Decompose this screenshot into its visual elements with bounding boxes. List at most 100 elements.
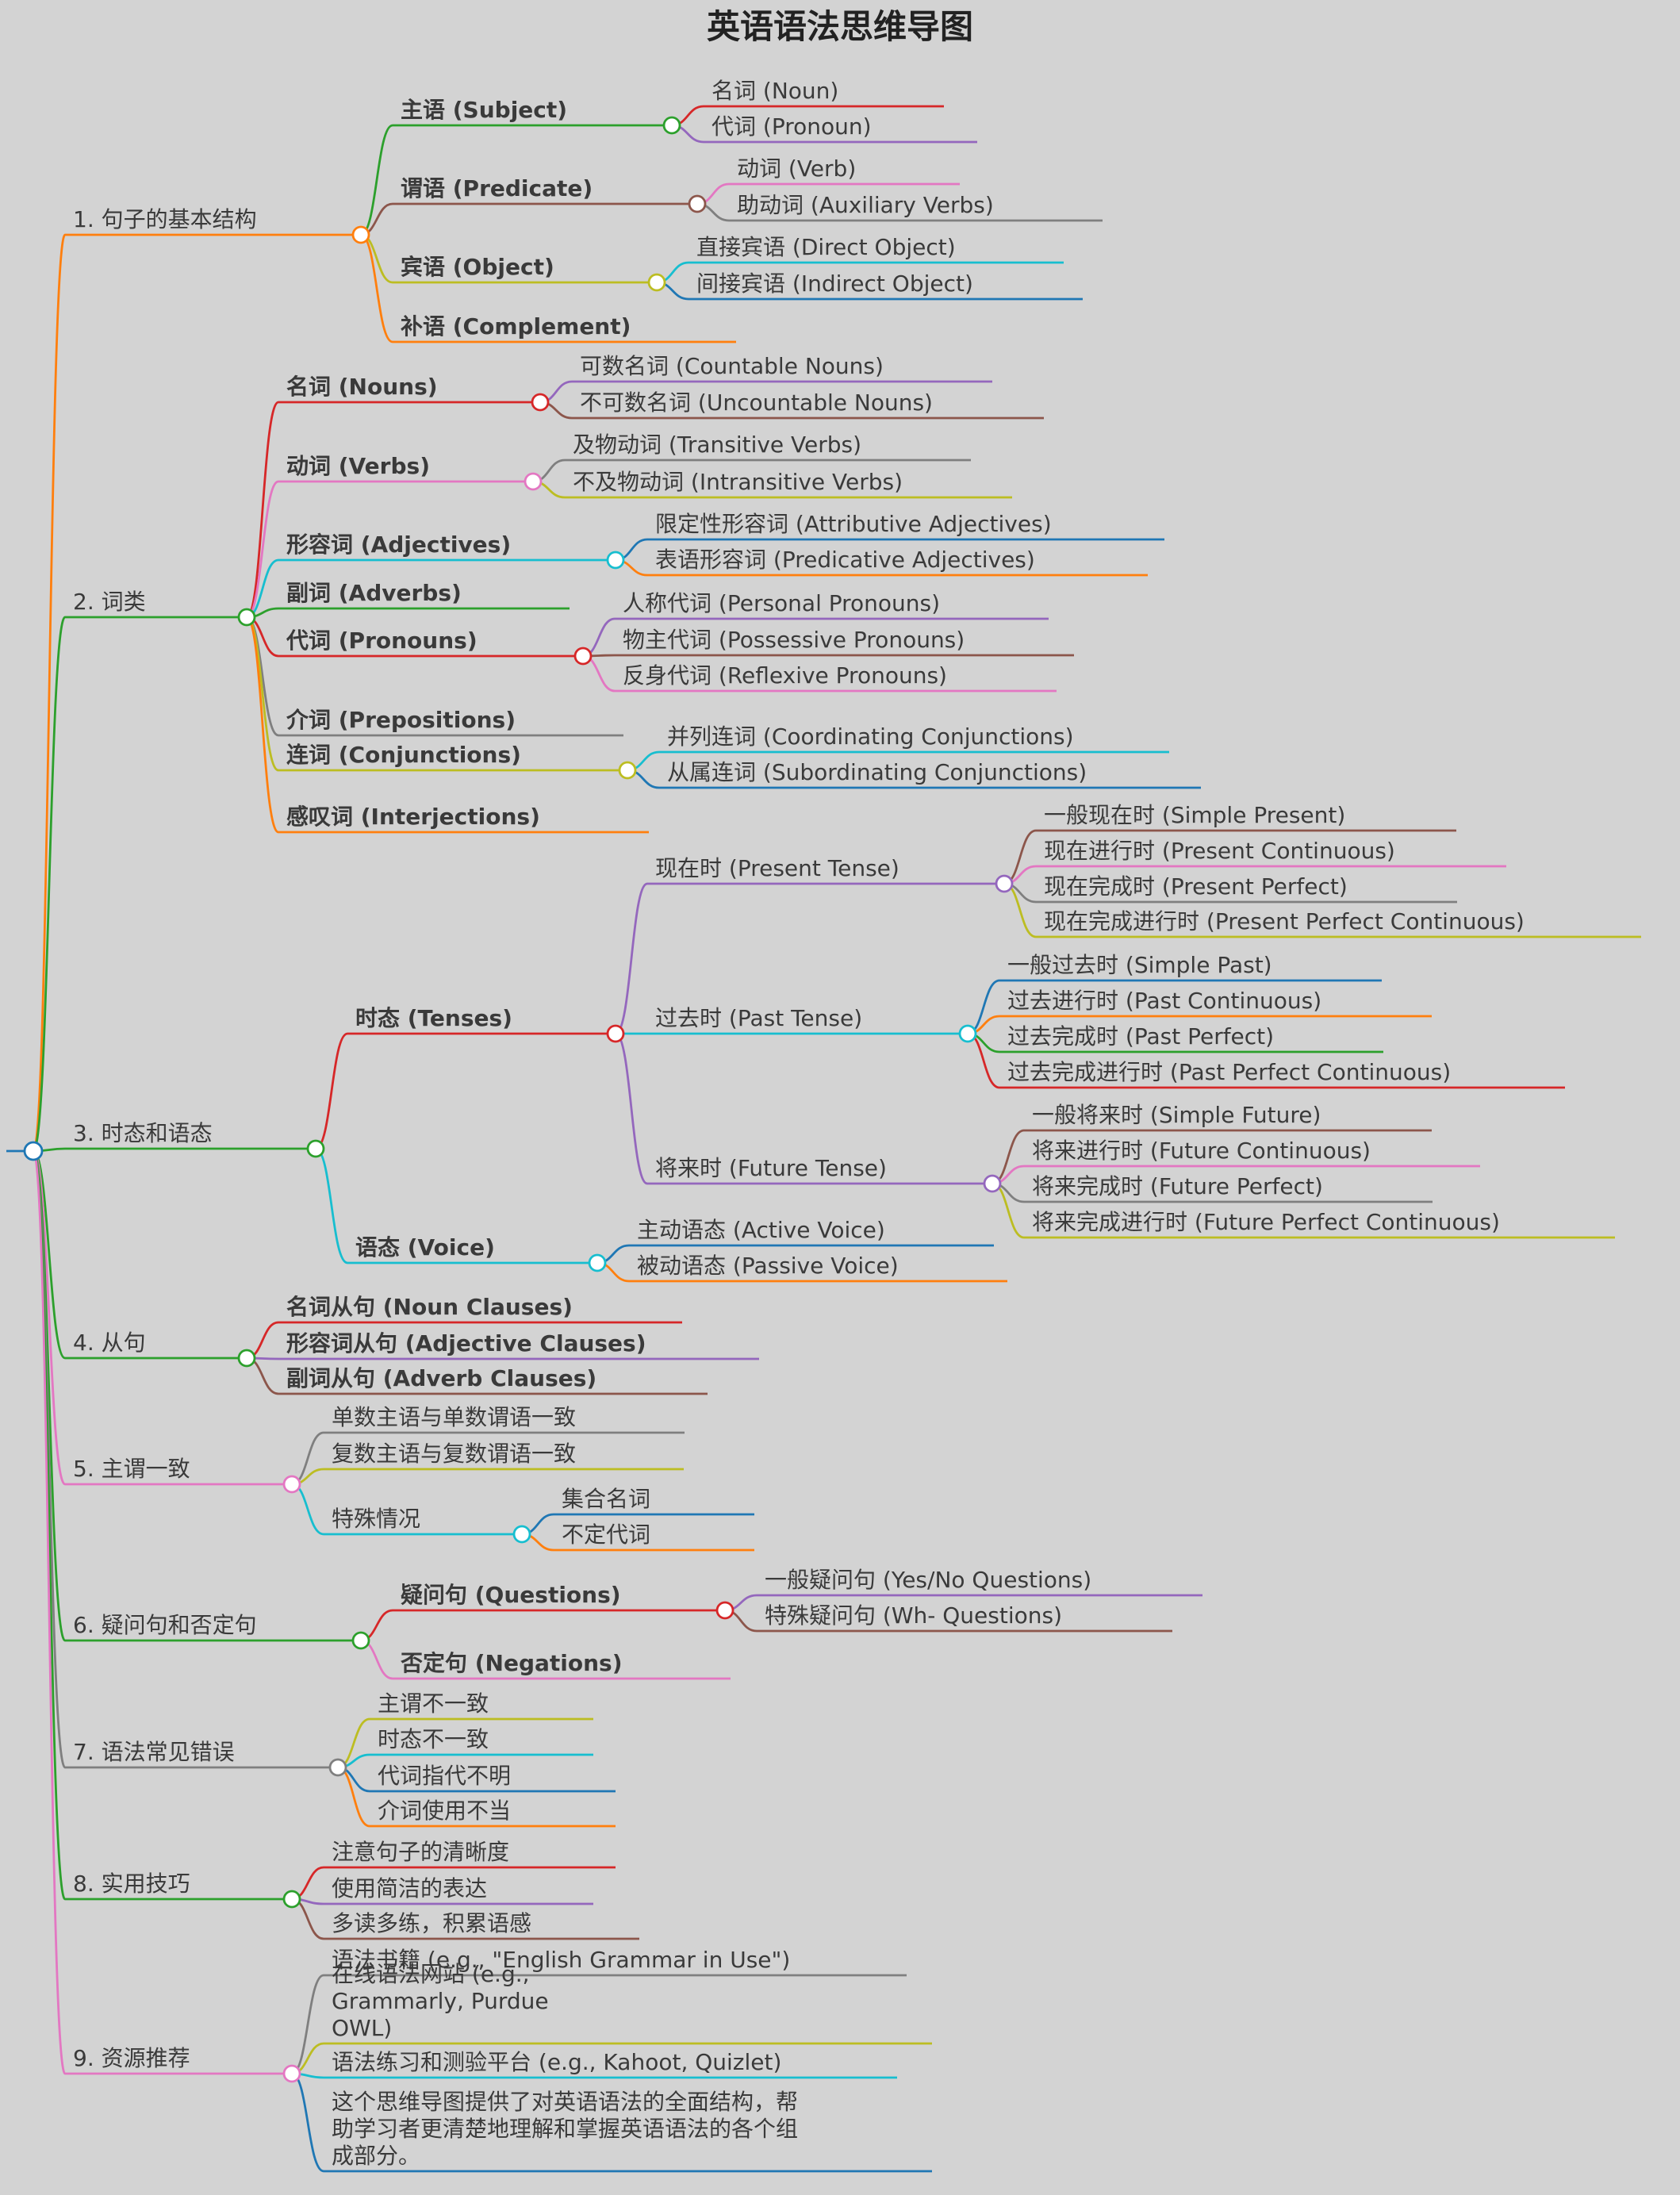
node-label: 动词 (Verbs) xyxy=(286,453,430,479)
branch-node-circle[interactable] xyxy=(351,225,370,244)
branch-node-circle[interactable] xyxy=(995,874,1014,893)
branch-node-circle[interactable] xyxy=(306,1139,325,1158)
node-2-0-0-1: 现在进行时 (Present Continuous) xyxy=(1044,838,1395,864)
node-2-0-1-1: 过去进行时 (Past Continuous) xyxy=(1007,988,1321,1014)
node-label: 主谓不一致 xyxy=(378,1690,489,1717)
node-1-4: 代词 (Pronouns) xyxy=(286,627,478,654)
branch-node-circle[interactable] xyxy=(573,647,593,666)
node-0-0-1: 代词 (Pronoun) xyxy=(712,113,872,140)
node-label: 复数主语与复数谓语一致 xyxy=(332,1441,576,1467)
node-label: 3. 时态和语态 xyxy=(73,1120,213,1146)
node-6: 7. 语法常见错误 xyxy=(73,1739,235,1765)
node-label: 反身代词 (Reflexive Pronouns) xyxy=(623,662,947,689)
node-label: 语法书籍 (e.g., "English Grammar in Use") xyxy=(332,1947,790,1973)
node-label: 人称代词 (Personal Pronouns) xyxy=(623,590,940,616)
node-label: 代词 (Pronoun) xyxy=(712,113,872,140)
node-label: 限定性形容词 (Attributive Adjectives) xyxy=(655,511,1052,537)
node-4: 5. 主谓一致 xyxy=(73,1456,190,1482)
node-label: 宾语 (Object) xyxy=(401,254,554,280)
node-7-1: 使用简洁的表达 xyxy=(332,1875,487,1901)
node-label: 及物动词 (Transitive Verbs) xyxy=(573,432,861,458)
node-1-4-1: 物主代词 (Possessive Pronouns) xyxy=(623,627,965,653)
node-label: 1. 句子的基本结构 xyxy=(73,206,257,232)
node-label: 否定句 (Negations) xyxy=(401,1650,623,1676)
branch-node-circle[interactable] xyxy=(351,1631,370,1650)
root-node[interactable] xyxy=(23,1141,44,1161)
branch-node-circle[interactable] xyxy=(524,472,543,491)
branch-node-circle[interactable] xyxy=(237,1349,256,1368)
node-1-4-0: 人称代词 (Personal Pronouns) xyxy=(623,590,940,616)
node-2-1: 语态 (Voice) xyxy=(355,1234,495,1261)
branch-node-circle[interactable] xyxy=(647,273,666,292)
node-label: 一般现在时 (Simple Present) xyxy=(1044,802,1345,828)
node-8-0: 语法书籍 (e.g., "English Grammar in Use") xyxy=(332,1947,790,1973)
node-label: 感叹词 (Interjections) xyxy=(286,804,540,830)
node-2-1-0: 主动语态 (Active Voice) xyxy=(637,1217,885,1243)
node-0-1: 谓语 (Predicate) xyxy=(401,175,593,201)
node-label: 一般过去时 (Simple Past) xyxy=(1007,952,1272,978)
node-5-1: 否定句 (Negations) xyxy=(401,1650,623,1676)
branch-node-circle[interactable] xyxy=(531,393,550,412)
node-label: 动词 (Verb) xyxy=(737,155,856,182)
node-label: 副词 (Adverbs) xyxy=(286,580,462,606)
branch-node-circle[interactable] xyxy=(662,116,681,135)
node-label: 补语 (Complement) xyxy=(401,313,631,340)
node-0-1-0: 动词 (Verb) xyxy=(737,155,856,182)
link-0-3 xyxy=(360,233,393,343)
node-label: 过去时 (Past Tense) xyxy=(655,1005,862,1031)
branch-node-circle[interactable] xyxy=(282,1890,301,1909)
node-label: 介词使用不当 xyxy=(378,1798,511,1824)
link-8 xyxy=(32,1149,67,2075)
node-1-4-2: 反身代词 (Reflexive Pronouns) xyxy=(623,662,947,689)
branch-node-circle[interactable] xyxy=(282,1475,301,1494)
branch-node-circle[interactable] xyxy=(512,1525,531,1544)
node-label: 名词从句 (Noun Clauses) xyxy=(286,1294,573,1320)
node-label: 单数主语与单数谓语一致 xyxy=(332,1404,576,1430)
branch-node-circle[interactable] xyxy=(618,761,637,780)
link-6-3 xyxy=(337,1766,370,1828)
branch-node-circle[interactable] xyxy=(715,1601,735,1620)
link-1-0 xyxy=(245,401,280,619)
node-0-2-1: 间接宾语 (Indirect Object) xyxy=(696,271,973,297)
node-label: 9. 资源推荐 xyxy=(73,2045,190,2071)
link-1-6 xyxy=(246,616,279,772)
node-label: 注意句子的清晰度 xyxy=(332,1839,509,1865)
node-7-2: 多读多练，积累语感 xyxy=(332,1910,531,1936)
node-1: 2. 词类 xyxy=(73,589,146,615)
branch-node-circle[interactable] xyxy=(688,194,707,213)
branch-node-circle[interactable] xyxy=(606,1024,625,1043)
node-label: 副词从句 (Adverb Clauses) xyxy=(286,1365,596,1391)
node-2-0-2: 将来时 (Future Tense) xyxy=(655,1155,887,1181)
node-label: 7. 语法常见错误 xyxy=(73,1739,235,1765)
node-label: 不可数名词 (Uncountable Nouns) xyxy=(580,389,933,416)
node-label: 可数名词 (Countable Nouns) xyxy=(580,353,884,379)
node-label: 4. 从句 xyxy=(73,1330,146,1356)
node-6-0: 主谓不一致 xyxy=(378,1690,489,1717)
branch-node-circle[interactable] xyxy=(606,551,625,570)
branch-node-circle[interactable] xyxy=(983,1174,1002,1193)
node-2-0-1-3: 过去完成进行时 (Past Perfect Continuous) xyxy=(1007,1059,1451,1085)
node-label: 现在进行时 (Present Continuous) xyxy=(1044,838,1395,864)
node-label: 一般疑问句 (Yes/No Questions) xyxy=(765,1567,1091,1593)
branch-node-circle[interactable] xyxy=(328,1758,347,1777)
node-1-6-1: 从属连词 (Subordinating Conjunctions) xyxy=(667,759,1087,785)
node-2-0-2-0: 一般将来时 (Simple Future) xyxy=(1032,1102,1321,1128)
node-1-2-1: 表语形容词 (Predicative Adjectives) xyxy=(655,547,1035,573)
link-2-0 xyxy=(315,1032,348,1150)
node-2: 3. 时态和语态 xyxy=(73,1120,213,1146)
node-label: 使用简洁的表达 xyxy=(332,1875,487,1901)
link-8-3 xyxy=(291,2072,324,2173)
node-label: 物主代词 (Possessive Pronouns) xyxy=(623,627,965,653)
node-5-0-0: 一般疑问句 (Yes/No Questions) xyxy=(765,1567,1091,1593)
node-0-3: 补语 (Complement) xyxy=(401,313,631,340)
branch-node-circle[interactable] xyxy=(588,1253,607,1272)
branch-node-circle[interactable] xyxy=(237,608,256,627)
node-label: 助动词 (Auxiliary Verbs) xyxy=(737,192,994,218)
node-label: 语态 (Voice) xyxy=(355,1234,495,1261)
node-label: 连词 (Conjunctions) xyxy=(286,742,521,768)
branch-node-circle[interactable] xyxy=(958,1024,977,1043)
node-1-1-0: 及物动词 (Transitive Verbs) xyxy=(573,432,861,458)
branch-node-circle[interactable] xyxy=(282,2064,301,2083)
